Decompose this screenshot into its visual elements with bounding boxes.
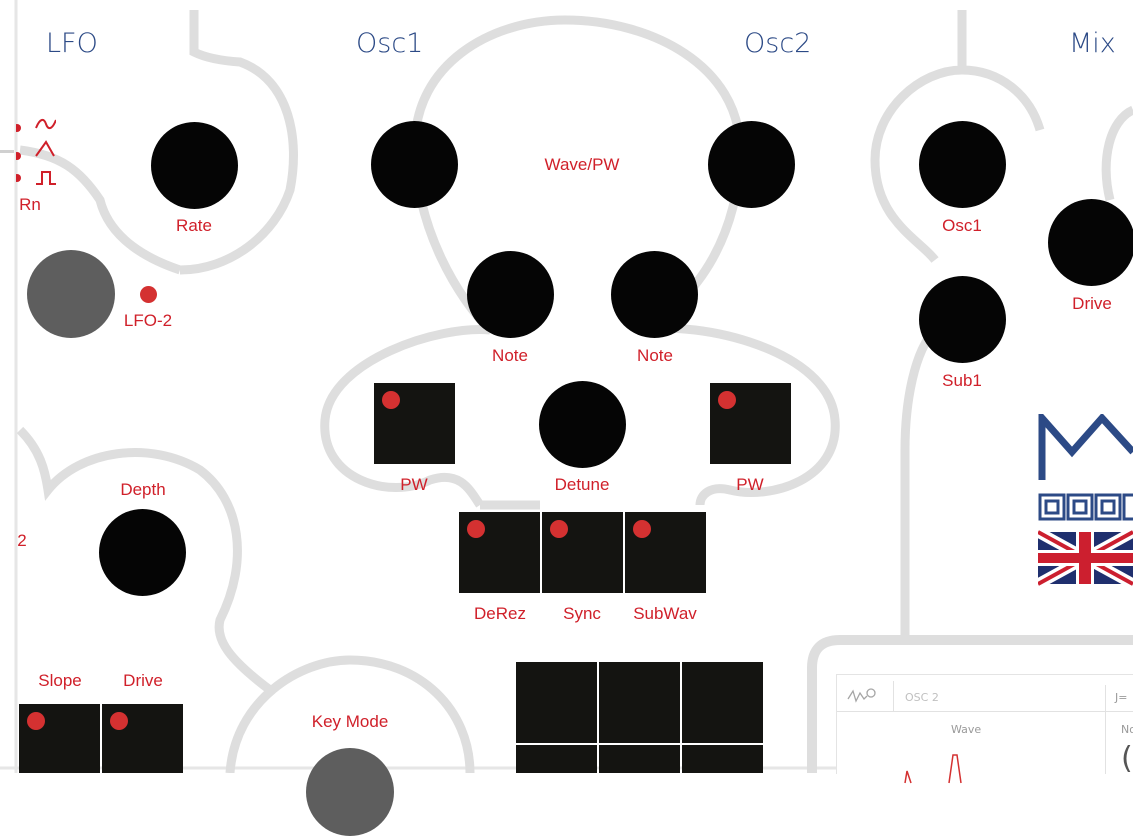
osc1-header: Osc1: [356, 28, 423, 59]
union-jack-flag-icon: [1038, 532, 1133, 584]
drive-lower-label: Drive: [123, 671, 163, 691]
pad-3[interactable]: [682, 662, 763, 743]
mix-drive-knob[interactable]: [1048, 199, 1133, 286]
screen-waveform: [899, 745, 979, 785]
lfo-header: LFO: [46, 28, 98, 59]
mix-osc1-label: Osc1: [942, 216, 982, 236]
detune-knob[interactable]: [539, 381, 626, 468]
osc2-note-label: Note: [637, 346, 673, 366]
osc2-note-knob[interactable]: [611, 251, 698, 338]
screen-tab-label: OSC 2: [905, 691, 939, 704]
pad-1[interactable]: [516, 662, 597, 743]
led-indicator: [718, 391, 736, 409]
pad-6[interactable]: [682, 745, 763, 773]
rate-label: Rate: [176, 216, 212, 236]
led-indicator: [633, 520, 651, 538]
plugin-screen: OSC 2 J= Wave No (: [836, 674, 1133, 774]
wave-pw-label: Wave/PW: [545, 155, 620, 175]
sync-button[interactable]: [542, 512, 623, 593]
osc2-wave-pw-knob[interactable]: [708, 121, 795, 208]
pad-5[interactable]: [599, 745, 680, 773]
subwav-button[interactable]: [625, 512, 706, 593]
waveform-logo-icon: [847, 687, 877, 705]
screen-right-glyph: (: [1121, 741, 1133, 776]
depth-label: Depth: [120, 480, 165, 500]
slope-label: Slope: [38, 671, 81, 691]
lfo2-label: LFO-2: [124, 311, 172, 331]
led-indicator: [467, 520, 485, 538]
osc1-pw-button[interactable]: [374, 383, 455, 464]
led-indicator: [382, 391, 400, 409]
mix-osc1-knob[interactable]: [919, 121, 1006, 208]
divider: [0, 150, 14, 153]
rn-label: Rn: [19, 195, 41, 215]
mix-drive-label: Drive: [1072, 294, 1112, 314]
brand-logo-icon: [1038, 414, 1133, 589]
synth-panel: LFO Osc1 Osc2 Mix Rn Rate LFO-2 Wave/PW …: [0, 0, 1133, 773]
pad-2[interactable]: [599, 662, 680, 743]
osc1-pw-label: PW: [400, 475, 427, 495]
mix-sub1-knob[interactable]: [919, 276, 1006, 363]
derez-button[interactable]: [459, 512, 540, 593]
square-wave-icon: [36, 172, 56, 184]
detune-label: Detune: [555, 475, 610, 495]
lfo-wave-selector[interactable]: [16, 116, 56, 196]
lfo2-led: [140, 286, 157, 303]
key-mode-knob[interactable]: [306, 748, 394, 836]
sine-wave-icon: [36, 120, 56, 128]
osc1-note-label: Note: [492, 346, 528, 366]
drive-button[interactable]: [102, 704, 183, 773]
osc2-header: Osc2: [744, 28, 811, 59]
pad-4[interactable]: [516, 745, 597, 773]
mix-sub1-label: Sub1: [942, 371, 982, 391]
osc1-note-knob[interactable]: [467, 251, 554, 338]
subwav-label: SubWav: [633, 604, 697, 624]
osc2-pw-button[interactable]: [710, 383, 791, 464]
saw-wave-icon: [36, 142, 54, 156]
osc1-wave-pw-knob[interactable]: [371, 121, 458, 208]
key-mode-label: Key Mode: [312, 712, 389, 732]
slope-button[interactable]: [19, 704, 100, 773]
mix-header: Mix: [1069, 28, 1116, 59]
sync-label: Sync: [563, 604, 601, 624]
screen-right-label: No: [1121, 723, 1133, 736]
led-indicator: [110, 712, 128, 730]
led-indicator: [550, 520, 568, 538]
lfo-rate-knob[interactable]: [151, 122, 238, 209]
screen-wave-label: Wave: [951, 723, 981, 736]
lfo-trigger-button[interactable]: [27, 250, 115, 338]
derez-label: DeRez: [474, 604, 526, 624]
depth-partial-label: 2: [17, 531, 26, 551]
led-indicator: [27, 712, 45, 730]
osc2-pw-label: PW: [736, 475, 763, 495]
depth-knob[interactable]: [99, 509, 186, 596]
screen-tempo-glyph: J=: [1115, 691, 1127, 704]
